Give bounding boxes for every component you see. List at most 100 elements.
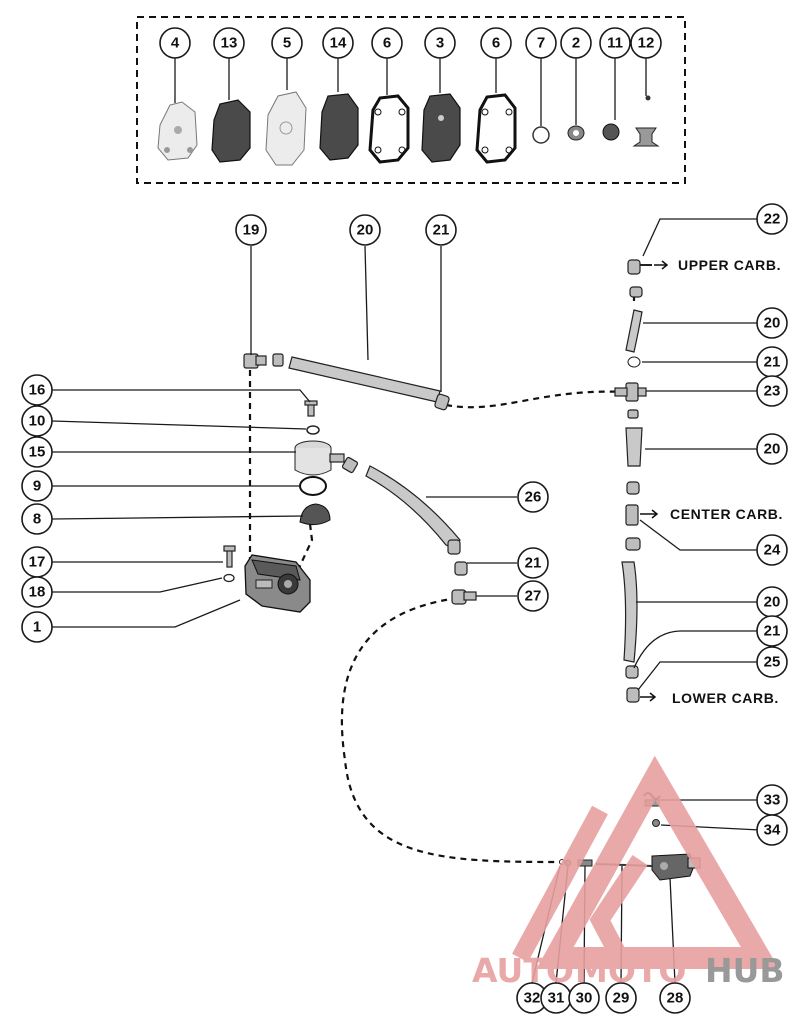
callout-c24: 24 xyxy=(756,534,788,566)
watermark-hub: HUB xyxy=(705,951,785,990)
svg-text:11: 11 xyxy=(607,35,623,52)
svg-text:20: 20 xyxy=(357,222,374,239)
part-20-hose-upper xyxy=(625,309,643,353)
part-clamp-center2 xyxy=(625,537,641,551)
callout-c26: 26 xyxy=(517,481,549,513)
kit-part-7-ring xyxy=(532,126,550,144)
part-clamp-upper xyxy=(629,286,643,298)
part-clamp-mid xyxy=(627,409,639,419)
callout-c19: 19 xyxy=(235,214,267,246)
svg-text:22: 22 xyxy=(764,211,781,228)
callout-c1: 1 xyxy=(21,611,53,643)
svg-text:17: 17 xyxy=(29,554,46,571)
part-20-hose-mid xyxy=(625,427,643,467)
svg-text:21: 21 xyxy=(433,222,450,239)
part-nut-center xyxy=(341,456,359,474)
kit-leaders xyxy=(174,58,647,126)
kit-callout: 12 xyxy=(630,27,662,59)
callout-c20b: 20 xyxy=(756,307,788,339)
callout-c30: 30 xyxy=(568,982,600,1014)
svg-text:21: 21 xyxy=(764,354,781,371)
kit-part-3-diaphragm-dark xyxy=(421,93,461,163)
svg-text:27: 27 xyxy=(525,588,542,605)
watermark-auto: AUTO xyxy=(472,951,574,990)
svg-text:20: 20 xyxy=(764,441,781,458)
part-21-clamp-top xyxy=(434,393,450,411)
svg-text:21: 21 xyxy=(764,623,781,640)
svg-text:6: 6 xyxy=(383,35,391,52)
callout-c34: 34 xyxy=(756,814,788,846)
callout-c9: 9 xyxy=(21,470,53,502)
part-clamp-mid2 xyxy=(626,481,640,495)
part-16-screw xyxy=(304,400,318,417)
svg-text:32: 32 xyxy=(524,990,541,1007)
part-8-filter-element xyxy=(299,503,331,526)
callout-c31: 31 xyxy=(540,982,572,1014)
svg-text:13: 13 xyxy=(221,35,238,52)
callout-c23: 23 xyxy=(756,375,788,407)
svg-text:2: 2 xyxy=(572,35,580,52)
upper-carb-label: UPPER CARB. xyxy=(678,257,781,273)
kit-part-6-gasket-a xyxy=(368,94,410,164)
kit-part-13-diaphragm-dark xyxy=(211,99,251,163)
svg-text:20: 20 xyxy=(764,594,781,611)
part-25-elbow-lower xyxy=(626,687,657,703)
svg-text:26: 26 xyxy=(525,489,542,506)
svg-text:28: 28 xyxy=(667,990,684,1007)
kit-callout: 4 xyxy=(159,27,191,59)
main-leaders xyxy=(51,218,761,984)
part-34-o-ring xyxy=(652,819,660,827)
part-27-elbow-fitting xyxy=(451,589,477,605)
svg-text:12: 12 xyxy=(638,35,655,52)
kit-part-12-retainer xyxy=(632,95,660,147)
callout-c20d: 20 xyxy=(756,586,788,618)
callout-c10: 10 xyxy=(21,405,53,437)
callout-c33: 33 xyxy=(756,784,788,816)
lower-carb-label: LOWER CARB. xyxy=(672,690,779,706)
callout-c25: 25 xyxy=(756,646,788,678)
svg-text:30: 30 xyxy=(576,990,593,1007)
repair-kit-frame xyxy=(136,16,686,184)
automotohub-watermark-logo: AUTO MOTO HUB xyxy=(472,755,785,990)
callout-c20a: 20 xyxy=(349,214,381,246)
callout-c17: 17 xyxy=(21,546,53,578)
kit-part-4-cover-light xyxy=(157,101,198,161)
svg-text:23: 23 xyxy=(764,383,781,400)
kit-callout: 14 xyxy=(322,27,354,59)
kit-callout: 13 xyxy=(213,27,245,59)
part-23-tee-fitting xyxy=(614,382,647,402)
part-1-fuel-pump-body xyxy=(244,554,311,613)
svg-text:15: 15 xyxy=(29,444,46,461)
svg-text:3: 3 xyxy=(436,35,444,52)
callout-c21b: 21 xyxy=(756,346,788,378)
svg-text:7: 7 xyxy=(537,35,545,52)
callout-c8: 8 xyxy=(21,503,53,535)
svg-text:31: 31 xyxy=(548,990,565,1007)
svg-text:5: 5 xyxy=(283,35,291,52)
kit-callouts: 4 13 5 14 6 3 6 7 2 11 12 xyxy=(159,27,662,59)
kit-part-5-cover-outline xyxy=(265,91,307,166)
kit-part-2-seal xyxy=(567,125,585,141)
svg-text:8: 8 xyxy=(33,511,41,528)
watermark-moto: MOTO xyxy=(575,951,686,990)
svg-text:20: 20 xyxy=(764,315,781,332)
callout-c22: 22 xyxy=(756,203,788,235)
part-18-washer xyxy=(223,573,235,583)
part-24-tee-center xyxy=(625,504,659,526)
kit-callout: 2 xyxy=(560,27,592,59)
svg-text:14: 14 xyxy=(330,35,347,52)
callout-c27: 27 xyxy=(517,580,549,612)
svg-text:1: 1 xyxy=(33,619,41,636)
kit-part-14-diaphragm-dark xyxy=(319,93,359,161)
svg-text:34: 34 xyxy=(764,822,781,839)
svg-text:19: 19 xyxy=(243,222,260,239)
part-10-washer xyxy=(306,425,320,435)
svg-text:6: 6 xyxy=(492,35,500,52)
svg-text:21: 21 xyxy=(525,555,542,572)
kit-callout: 6 xyxy=(371,27,403,59)
callout-c21c: 21 xyxy=(517,547,549,579)
part-22-elbow-upper xyxy=(627,259,669,275)
part-21-clamp-center xyxy=(454,561,468,576)
